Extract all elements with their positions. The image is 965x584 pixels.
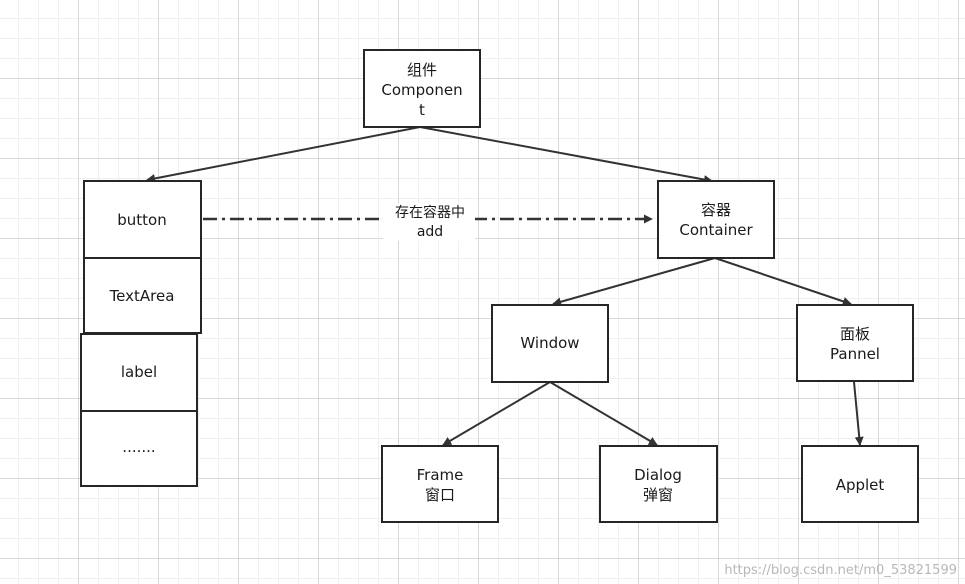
- edge-container-panel: [714, 257, 852, 306]
- node-component-line-3: t: [419, 101, 425, 119]
- node-ellipsis[interactable]: .......: [80, 410, 198, 487]
- edge-window-dialog: [549, 381, 658, 446]
- node-component-line-2: Componen: [381, 81, 462, 99]
- watermark-url: https://blog.csdn.net/m0_53821599: [724, 563, 957, 578]
- node-applet-label: Applet: [836, 476, 885, 494]
- node-button[interactable]: button: [83, 180, 202, 259]
- node-dialog[interactable]: Dialog 弹窗: [599, 445, 718, 523]
- edge-component-button: [146, 126, 421, 183]
- node-label[interactable]: label: [80, 333, 198, 412]
- node-frame-line-2: 窗口: [425, 486, 455, 504]
- node-frame[interactable]: Frame 窗口: [381, 445, 499, 523]
- node-applet[interactable]: Applet: [801, 445, 919, 523]
- node-window-label: Window: [520, 334, 579, 352]
- node-frame-line-1: Frame: [417, 466, 464, 484]
- node-component[interactable]: 组件 Componen t: [363, 49, 481, 128]
- node-window[interactable]: Window: [491, 304, 609, 383]
- node-container-line-1: 容器: [701, 201, 731, 219]
- node-ellipsis-label: .......: [122, 438, 155, 456]
- node-container-line-2: Container: [679, 221, 753, 239]
- edge-panel-applet: [853, 381, 864, 446]
- node-component-line-1: 组件: [407, 61, 437, 79]
- node-button-label: button: [117, 211, 166, 229]
- node-dialog-line-2: 弹窗: [643, 486, 673, 504]
- node-container[interactable]: 容器 Container: [657, 180, 775, 259]
- node-label-label: label: [121, 363, 157, 381]
- node-panel-line-1: 面板: [840, 325, 870, 343]
- node-panel[interactable]: 面板 Pannel: [796, 304, 914, 382]
- node-dialog-line-1: Dialog: [634, 466, 682, 484]
- edge-label-line-2: add: [417, 224, 443, 240]
- node-textarea[interactable]: TextArea: [83, 257, 202, 334]
- node-textarea-label: TextArea: [109, 287, 175, 305]
- edge-label-add: 存在容器中 add: [383, 203, 475, 241]
- edge-component-container: [419, 126, 713, 184]
- edge-window-frame: [442, 381, 551, 446]
- node-panel-line-2: Pannel: [830, 345, 880, 363]
- edge-label-line-1: 存在容器中: [395, 204, 465, 221]
- edge-container-window: [552, 257, 716, 307]
